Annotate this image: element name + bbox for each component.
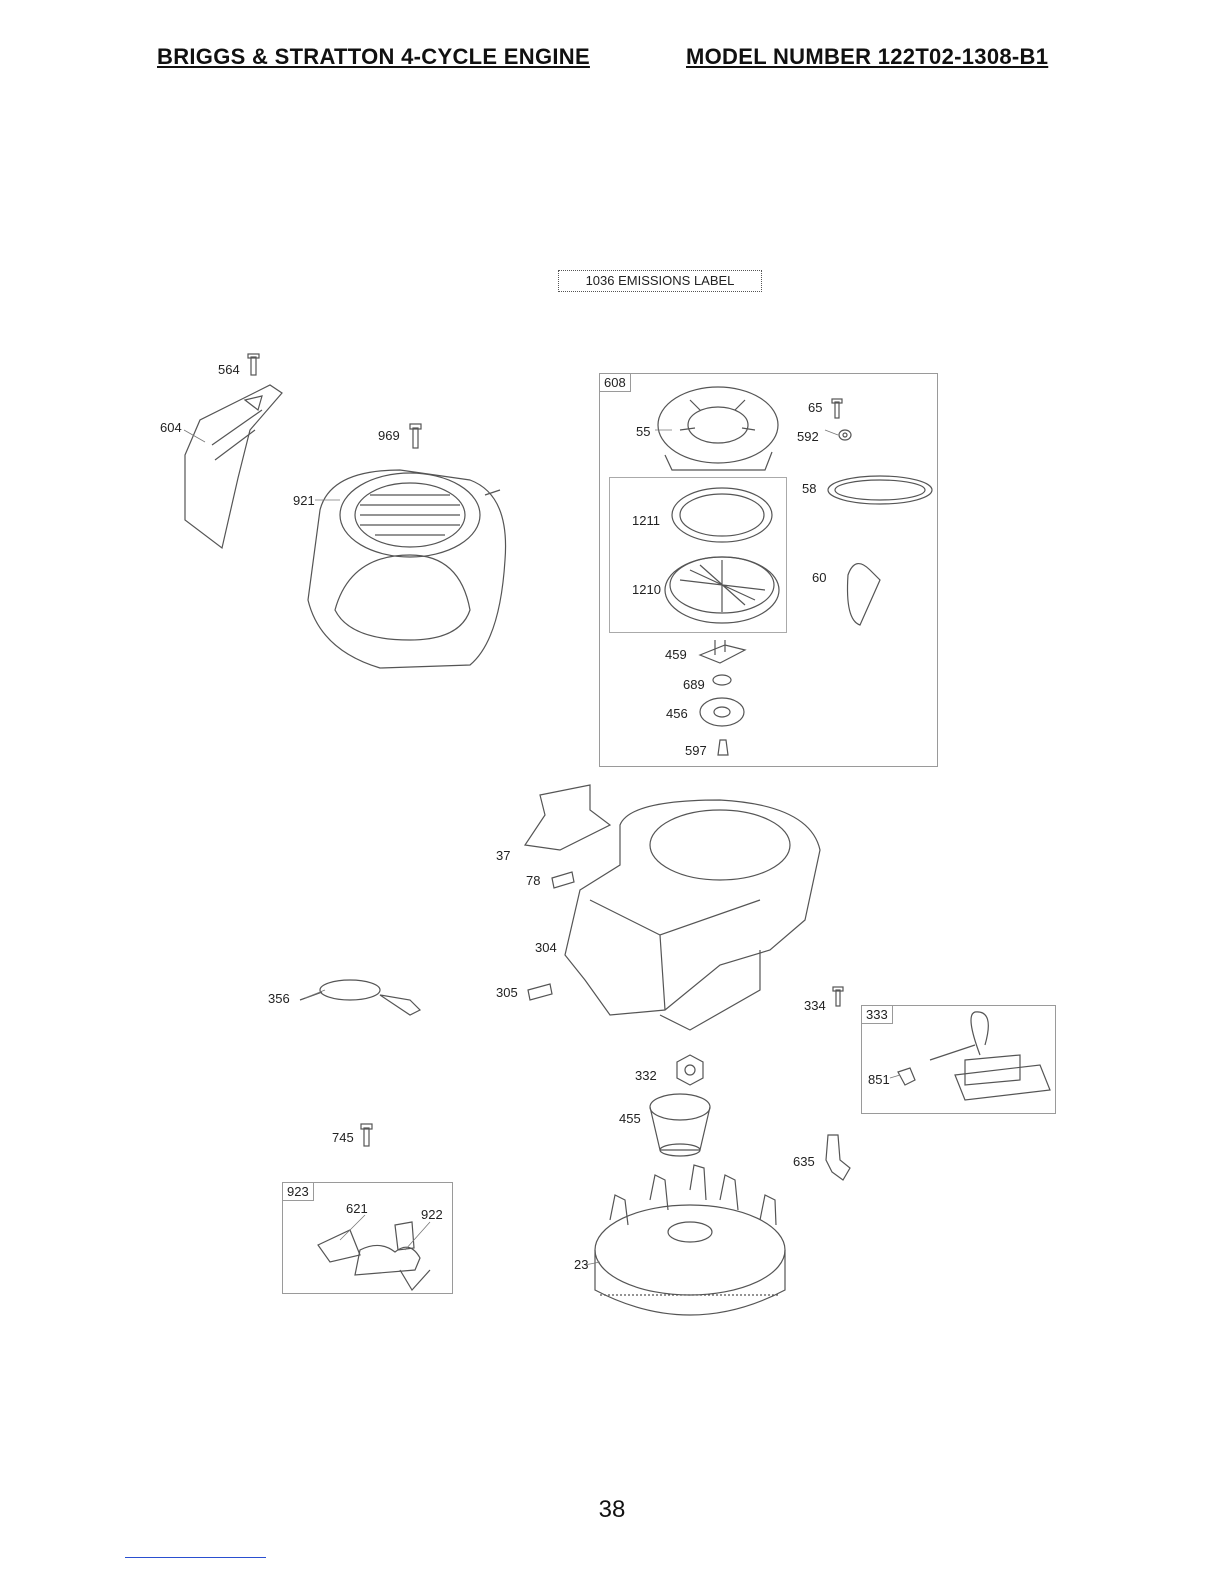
part-number-745: 745 — [332, 1130, 354, 1145]
part-number-459: 459 — [665, 647, 687, 662]
shield-604-drawing — [185, 385, 282, 548]
part-number-37: 37 — [496, 848, 510, 863]
screw-597-drawing — [718, 740, 728, 755]
cup-455-drawing — [650, 1094, 710, 1156]
part-number-969: 969 — [378, 428, 400, 443]
part-number-922: 922 — [421, 1207, 443, 1222]
part-number-851: 851 — [868, 1072, 890, 1087]
screw-745-drawing — [361, 1124, 372, 1146]
ignition-armature-333-drawing — [898, 1012, 1050, 1100]
screw-334-drawing — [833, 987, 843, 1006]
part-number-1210: 1210 — [632, 582, 661, 597]
screw-78-drawing — [552, 872, 574, 888]
part-number-689: 689 — [683, 677, 705, 692]
part-number-23: 23 — [574, 1257, 588, 1272]
screw-969-drawing — [410, 424, 421, 448]
footer-link-underline — [125, 1557, 266, 1558]
screw-564-drawing — [248, 354, 259, 375]
shroud-304-drawing — [565, 800, 820, 1030]
part-number-621: 621 — [346, 1201, 368, 1216]
flywheel-23-drawing — [595, 1165, 785, 1315]
screw-305-drawing — [528, 984, 552, 1000]
pulley-1210-drawing — [665, 557, 779, 623]
retainer-456-drawing — [700, 698, 744, 726]
sparkplug-635-drawing — [826, 1135, 850, 1180]
pawl-459-drawing — [700, 640, 745, 663]
screw-65-drawing — [832, 399, 842, 418]
handle-60-drawing — [848, 564, 881, 625]
part-number-455: 455 — [619, 1111, 641, 1126]
part-number-305: 305 — [496, 985, 518, 1000]
part-number-921: 921 — [293, 493, 315, 508]
part-number-55: 55 — [636, 424, 650, 439]
part-number-334: 334 — [804, 998, 826, 1013]
part-number-456: 456 — [666, 706, 688, 721]
part-number-1211: 1211 — [632, 513, 660, 528]
starter-housing-55-drawing — [658, 387, 778, 470]
rope-58-drawing — [828, 476, 932, 504]
part-number-78: 78 — [526, 873, 540, 888]
part-number-564: 564 — [218, 362, 240, 377]
part-number-304: 304 — [535, 940, 557, 955]
nut-332-drawing — [677, 1055, 703, 1085]
part-number-635: 635 — [793, 1154, 815, 1169]
nut-592-drawing — [839, 430, 851, 440]
part-number-592: 592 — [797, 429, 819, 444]
baffle-37-drawing — [525, 785, 610, 850]
part-number-60: 60 — [812, 570, 826, 585]
part-number-597: 597 — [685, 743, 707, 758]
wire-356-drawing — [300, 980, 420, 1015]
part-number-356: 356 — [268, 991, 290, 1006]
governor-923-drawing — [318, 1222, 430, 1290]
part-number-65: 65 — [808, 400, 822, 415]
part-number-58: 58 — [802, 481, 816, 496]
part-number-332: 332 — [635, 1068, 657, 1083]
ring-689-drawing — [713, 675, 731, 685]
part-number-604: 604 — [160, 420, 182, 435]
page-number: 38 — [0, 1496, 1224, 1524]
spring-1211-drawing — [672, 488, 772, 542]
